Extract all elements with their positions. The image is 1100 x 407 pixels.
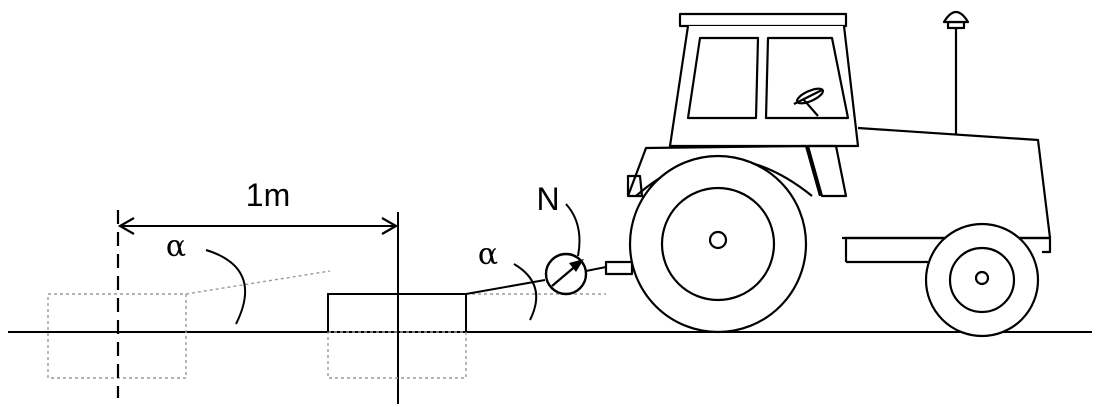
tractor-fender [626,144,822,197]
block-below-ground-outline [327,331,467,379]
steering-wheel-icon [793,87,825,117]
dynamometer-label: N [536,181,559,217]
tractor-window-rear [764,36,850,120]
distance-label: 1m [246,177,290,213]
block [327,293,467,332]
tractor-front-hub [974,270,990,286]
tractor-front-wheel [924,222,1040,338]
dynamometer-pointer [565,203,581,257]
dynamometer-icon [544,252,607,296]
tractor-exhaust-cap [942,10,970,24]
distance-arrow [117,217,399,235]
tractor-window-front [686,36,760,120]
alpha-left-arc [205,249,246,325]
alpha-right-label: α [478,237,498,272]
tractor-hood [842,126,1052,240]
alpha-right-arc [513,263,538,321]
tractor [604,10,1052,338]
tractor-rear-wheel [628,154,808,334]
initial-rope-outline [185,270,331,295]
tractor-hitch [604,260,634,276]
alpha-left-label: α [166,229,186,264]
tractor-rear-hub [708,230,728,250]
tractor-roof [678,12,848,28]
